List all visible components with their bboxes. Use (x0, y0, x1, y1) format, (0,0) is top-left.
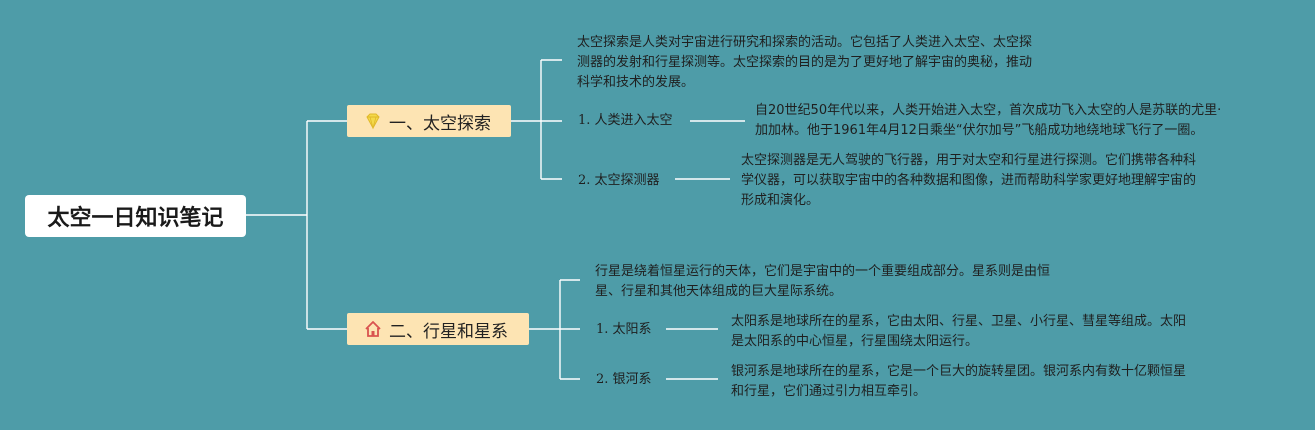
house-icon (363, 319, 383, 339)
branch-label: 一、太空探索 (389, 113, 491, 134)
branch-2-intro: 行星是绕着恒星运行的天体，它们是宇宙中的一个重要组成部分。星系则是由恒 星、行星… (595, 264, 1051, 299)
topic-human-spaceflight-desc: 自20世纪50年代以来，人类开始进入太空，首次成功飞入太空的人是苏联的尤里· 加… (755, 103, 1222, 138)
root-title: 太空一日知识笔记 (47, 206, 224, 231)
topic-human-spaceflight[interactable]: 1. 人类进入太空 (578, 113, 673, 128)
branch-label: 二、行星和星系 (389, 321, 508, 342)
connector-root (246, 120, 347, 330)
branch-space-exploration[interactable]: 一、太空探索 (347, 105, 511, 137)
gem-icon (363, 111, 383, 131)
topic-milky-way[interactable]: 2. 银河系 (596, 372, 652, 387)
connector-branch-2 (529, 279, 580, 380)
topic-solar-system[interactable]: 1. 太阳系 (596, 322, 652, 337)
topic-solar-system-desc: 太阳系是地球所在的星系，它由太阳、行星、卫星、小行星、彗星等组成。太阳 是太阳系… (731, 314, 1187, 349)
connector-branch-1 (511, 59, 562, 180)
branch-planets-galaxies[interactable]: 二、行星和星系 (347, 313, 529, 345)
topic-space-probe[interactable]: 2. 太空探测器 (578, 173, 660, 188)
root-topic[interactable]: 太空一日知识笔记 (25, 195, 246, 237)
topic-space-probe-desc: 太空探测器是无人驾驶的飞行器，用于对太空和行星进行探测。它们携带各种科 学仪器，… (741, 153, 1197, 208)
topic-milky-way-desc: 银河系是地球所在的星系，它是一个巨大的旋转星团。银河系内有数十亿颗恒星 和行星，… (731, 364, 1187, 399)
branch-1-intro: 太空探索是人类对宇宙进行研究和探索的活动。它包括了人类进入太空、太空探 测器的发… (577, 35, 1033, 90)
